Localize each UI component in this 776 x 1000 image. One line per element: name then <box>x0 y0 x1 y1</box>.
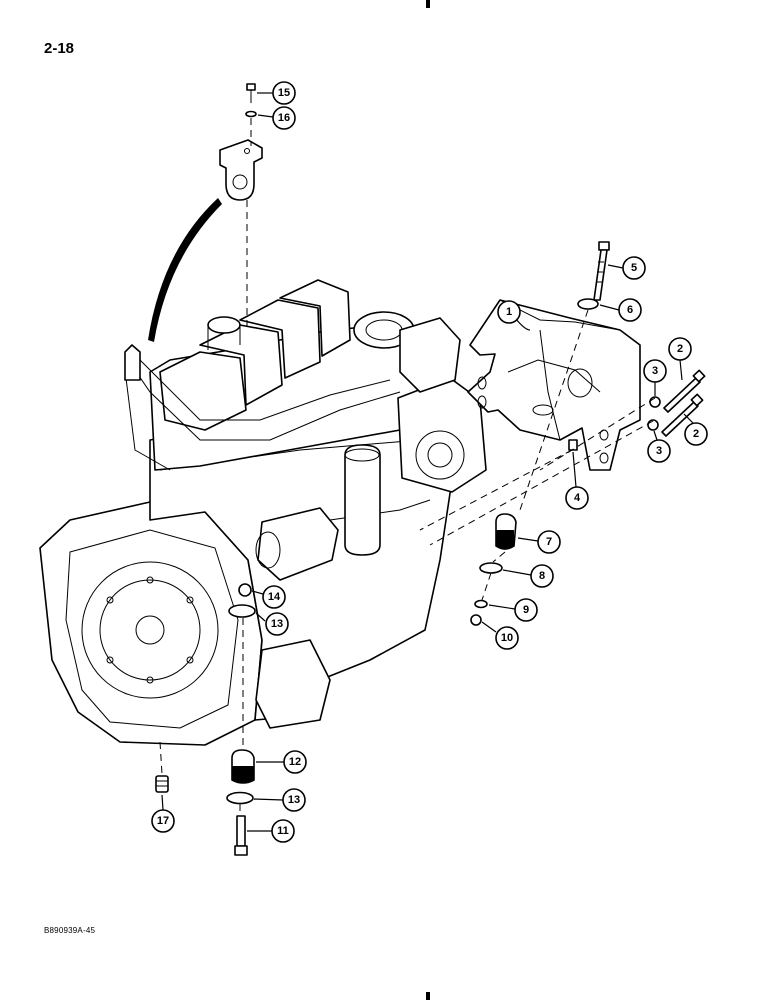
drain-plug-17 <box>155 741 169 793</box>
mount-bolts-2 <box>661 369 706 437</box>
callout-9: 9 <box>514 598 538 622</box>
callout-3-lower: 3 <box>647 439 671 463</box>
svg-text:2: 2 <box>677 343 683 355</box>
svg-text:11: 11 <box>277 825 289 837</box>
lift-bracket-hardware <box>219 83 263 330</box>
svg-text:3: 3 <box>656 445 662 457</box>
callout-3-upper: 3 <box>643 359 667 383</box>
svg-text:4: 4 <box>574 492 581 504</box>
callout-5: 5 <box>622 256 646 280</box>
callout-12: 12 <box>283 750 307 774</box>
svg-text:16: 16 <box>278 112 290 124</box>
mount-bolt-5 <box>593 241 610 301</box>
callout-14: 14 <box>262 585 286 609</box>
engine-assembly <box>39 279 487 746</box>
svg-text:14: 14 <box>268 591 281 603</box>
svg-text:2: 2 <box>693 428 699 440</box>
callout-13-lower: 13 <box>282 788 306 812</box>
svg-text:10: 10 <box>501 632 513 644</box>
callout-8: 8 <box>530 564 554 588</box>
callout-10: 10 <box>495 626 519 650</box>
svg-text:15: 15 <box>278 87 290 99</box>
callout-15: 15 <box>272 81 296 105</box>
callout-1: 1 <box>497 300 521 324</box>
callout-2-upper: 2 <box>668 337 692 361</box>
top-registration-mark <box>426 0 430 8</box>
callout-17: 17 <box>151 809 175 833</box>
callout-13-upper: 13 <box>265 612 289 636</box>
callout-4: 4 <box>565 486 589 510</box>
svg-text:5: 5 <box>631 262 637 274</box>
callout-7: 7 <box>537 530 561 554</box>
svg-text:13: 13 <box>271 618 283 630</box>
svg-text:17: 17 <box>157 815 169 827</box>
bottom-registration-mark <box>426 992 430 1000</box>
spacer-4 <box>568 439 578 451</box>
svg-text:12: 12 <box>289 756 301 768</box>
callout-11: 11 <box>271 819 295 843</box>
front-isolator-stack <box>470 513 517 626</box>
svg-text:3: 3 <box>652 365 658 377</box>
svg-text:13: 13 <box>288 794 300 806</box>
svg-text:7: 7 <box>546 536 552 548</box>
rear-isolator-stack <box>226 583 256 856</box>
callout-16: 16 <box>272 106 296 130</box>
svg-text:6: 6 <box>627 304 633 316</box>
callout-2-lower: 2 <box>684 422 708 446</box>
callout-6: 6 <box>618 298 642 322</box>
svg-text:1: 1 <box>506 306 512 318</box>
svg-text:8: 8 <box>539 570 545 582</box>
leader-lines <box>161 92 694 832</box>
page-number: 2-18 <box>44 40 75 57</box>
install-direction-arrow <box>148 198 222 342</box>
washer-6 <box>577 298 599 310</box>
svg-text:9: 9 <box>523 604 529 616</box>
front-mount-bracket <box>467 299 641 471</box>
figure-code: B890939A-45 <box>44 926 96 935</box>
